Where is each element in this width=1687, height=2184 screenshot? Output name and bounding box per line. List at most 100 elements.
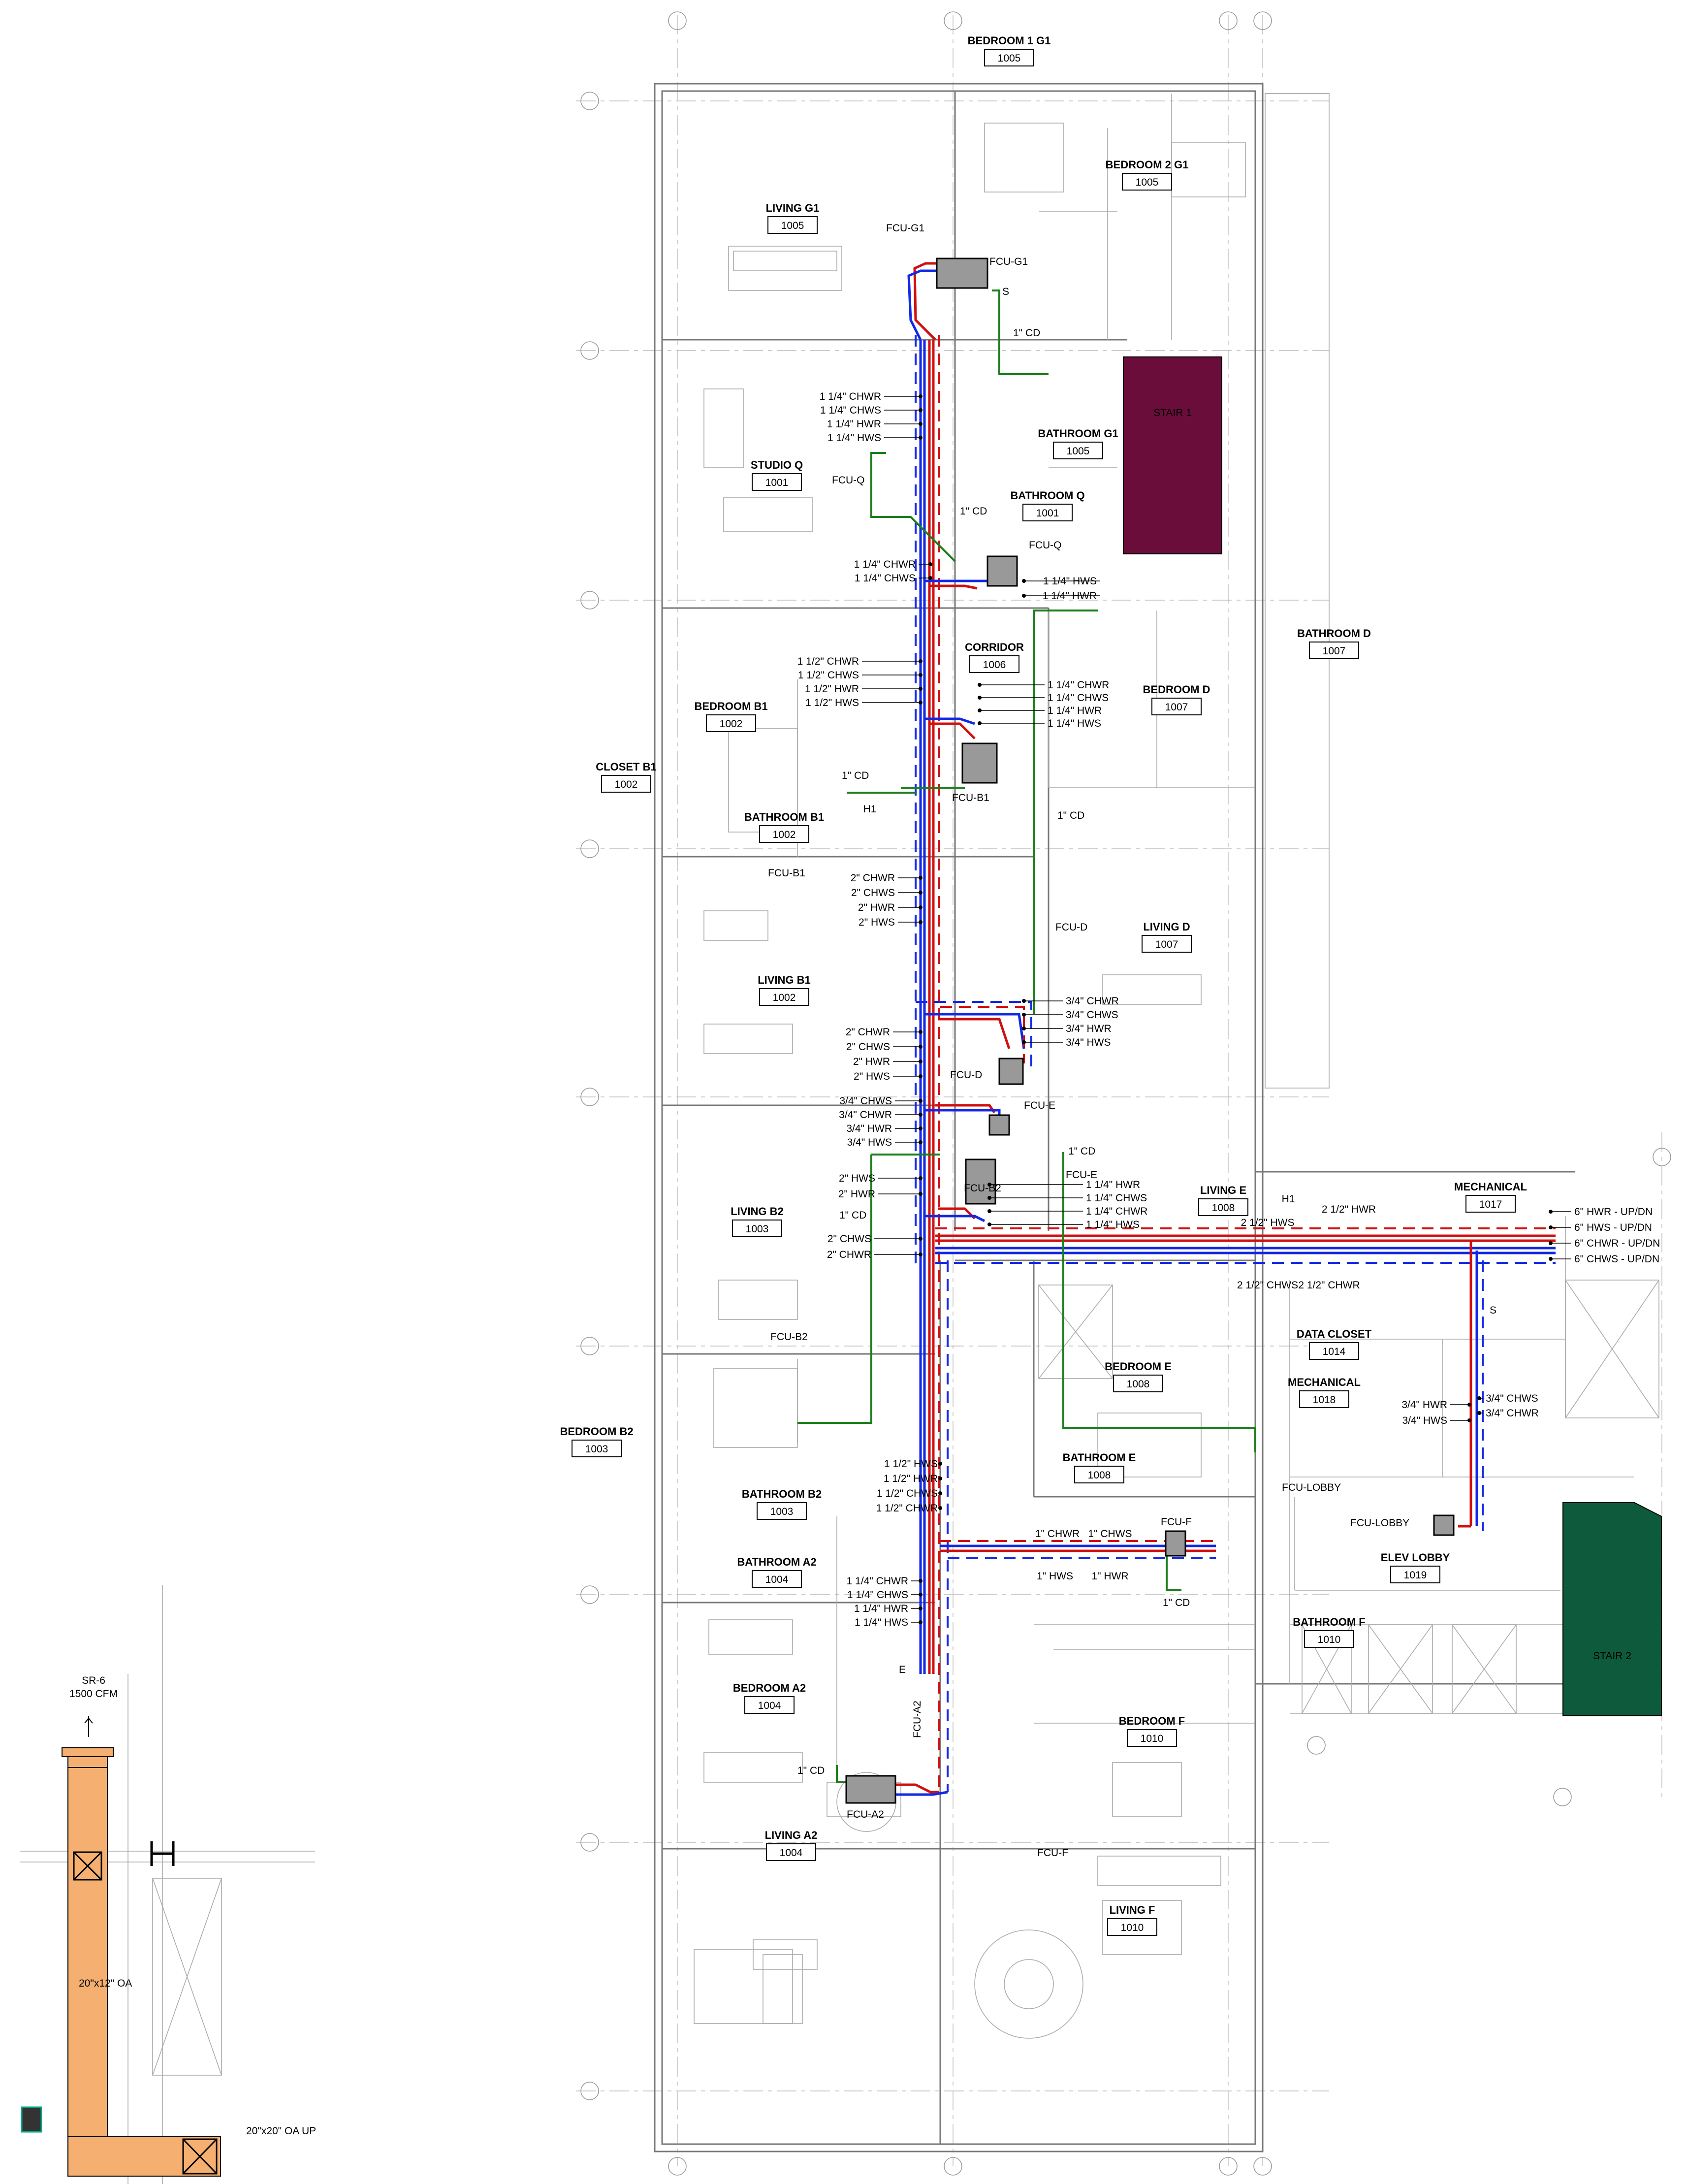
equipment-tag: FCU-E [1066, 1169, 1097, 1181]
pipe-labels: 1 1/4" CHWR 1 1/4" CHWS 1 1/4" HWR 1 1/4" H… [797, 327, 1660, 1776]
room-number-box [759, 988, 809, 1006]
leader-dot [919, 1579, 923, 1583]
leader-dot [919, 1060, 923, 1063]
room-name: LIVING D [1143, 921, 1190, 933]
room-number-box [969, 655, 1019, 673]
room-name: ELEV LOBBY [1381, 1551, 1450, 1564]
room-name: BATHROOM D [1297, 627, 1371, 640]
room-number-box [1309, 1342, 1359, 1360]
fcu-a2-unit [845, 1775, 896, 1804]
room-number: 1010 [1121, 1922, 1144, 1933]
leader-dot [919, 1045, 923, 1049]
leader-dot [919, 1126, 923, 1130]
grid-lines [576, 11, 1671, 2176]
pipe-label: 1 1/2" HWS [884, 1458, 938, 1470]
leader-dot [928, 576, 932, 580]
leader-dot [1022, 1040, 1026, 1044]
pipe-label: 2" HWR [853, 1056, 890, 1067]
pipe-label: 2" HWR [858, 902, 895, 913]
pipe-label: 2" CHWR [851, 872, 895, 884]
leader-dot [919, 1140, 923, 1144]
room-name: BATHROOM B2 [742, 1488, 822, 1500]
duct-label: 20"x12" OA [79, 1978, 132, 1989]
condensate-label: 1" CD [842, 770, 869, 781]
leader-dot [919, 687, 923, 691]
pipe-label: 1 1/4" CHWS [1086, 1192, 1147, 1204]
condensate-label: 1" CD [1163, 1597, 1190, 1608]
pipe-label: 3/4" CHWS [839, 1095, 892, 1107]
pipe-label: 1" HWS [1037, 1571, 1073, 1582]
pipe-label: 1 1/4" CHWR [1048, 679, 1109, 691]
pipe-label: 2" HWS [854, 1071, 890, 1082]
pipe-label: 3/4" CHWR [839, 1109, 892, 1121]
leader-dot [1477, 1396, 1481, 1400]
leader-dot [938, 1462, 942, 1466]
leader-dot [919, 394, 923, 398]
room-number: 1017 [1479, 1199, 1502, 1210]
room-name: BEDROOM B1 [694, 700, 767, 712]
pipe-label: 1" CHWS [1088, 1528, 1132, 1540]
leader-dot [1022, 579, 1026, 583]
room-number-box [752, 1570, 802, 1588]
equipment-tag: FCU-Q [1029, 540, 1062, 551]
leader-dot [938, 1506, 942, 1510]
condensate-drains [797, 289, 1256, 1783]
equipment-tag: FCU-D [950, 1069, 982, 1081]
leader-dot [928, 562, 932, 566]
pipe-label: 3/4" CHWS [1066, 1009, 1118, 1021]
pipe-label: 1 1/4" HWR [827, 418, 881, 430]
branch-pipes [896, 262, 1216, 1796]
pipe-label: 3/4" CHWS [1486, 1393, 1538, 1404]
pipe-label: 1 1/4" CHWR [847, 1575, 908, 1587]
leader-dot [919, 701, 923, 705]
pipe-label: 2" CHWR [827, 1249, 871, 1260]
leader-dot [1549, 1225, 1553, 1229]
room-name: BEDROOM 1 G1 [968, 34, 1051, 47]
fcu-lobby-unit [1433, 1514, 1455, 1536]
room-number-box [744, 1696, 795, 1714]
pipe-label: 3/4" HWS [1402, 1415, 1447, 1426]
condensate-label: 1" CD [839, 1210, 866, 1221]
leader-dot [987, 1222, 991, 1226]
condensate-label: 1" CD [797, 1765, 825, 1776]
stair-1-label: STAIR 1 [1153, 407, 1192, 418]
room-number: 1005 [1136, 177, 1159, 188]
equipment-tag: FCU-E [1024, 1100, 1055, 1111]
leader-dot [919, 1237, 923, 1241]
pipe-label: 2 1/2" HWR [1322, 1204, 1376, 1215]
room-name: BEDROOM 2 G1 [1106, 159, 1189, 171]
room-name: BEDROOM E [1105, 1360, 1172, 1373]
leader-dot [919, 920, 923, 924]
room-name: LIVING A2 [765, 1829, 818, 1841]
leader-dot [978, 696, 982, 700]
room-name: BATHROOM E [1063, 1451, 1136, 1464]
leader-dot [987, 1209, 991, 1213]
room-number: 1018 [1313, 1394, 1336, 1406]
pipe-label: 1 1/4" HWS [855, 1617, 908, 1628]
pipe-label: 2 1/2" HWS [1241, 1217, 1295, 1228]
room-number: 1003 [585, 1444, 608, 1455]
pipe-label: 1 1/4" HWR [1048, 705, 1102, 716]
pipe-label: 6" HWS - UP/DN [1574, 1222, 1652, 1233]
room-number: 1003 [770, 1506, 794, 1517]
room-number: 1007 [1323, 645, 1346, 657]
equipment-tag: FCU-G1 [886, 223, 924, 234]
stair-2-label: STAIR 2 [1593, 1650, 1631, 1662]
room-name: LIVING G1 [766, 202, 820, 214]
equipment-tag: FCU-LOBBY [1282, 1482, 1341, 1493]
building-walls [654, 83, 1659, 2152]
room-number: 1001 [1036, 508, 1059, 519]
equipment-tag: FCU-Q [832, 475, 865, 486]
equipment-tag: FCU-B1 [952, 792, 989, 803]
leader-dot [938, 1477, 942, 1480]
stair-2: STAIR 2 [1562, 1502, 1662, 1716]
room-number-box [1390, 1566, 1440, 1583]
room-number-box [752, 473, 802, 491]
room-name: LIVING B1 [758, 974, 811, 986]
room-number-box [572, 1440, 622, 1457]
room-number-box [1142, 935, 1192, 953]
equipment-tag: 1500 CFM [69, 1688, 118, 1700]
lobby-pipes [1458, 1241, 1484, 1531]
room-number-box [1309, 642, 1359, 659]
room-name: BATHROOM F [1293, 1616, 1365, 1628]
